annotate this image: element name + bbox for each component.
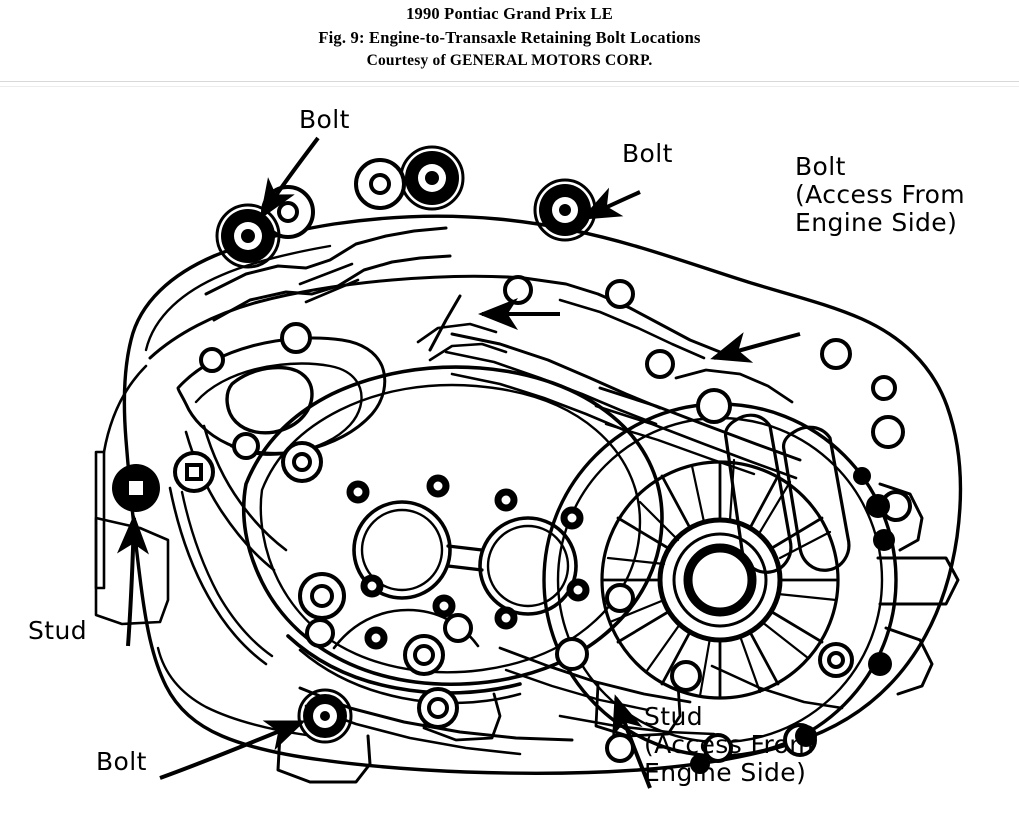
- callout-stud-left: Stud: [28, 617, 87, 645]
- lower-rib-4: [498, 646, 692, 704]
- bellhousing-rim-nodes: [690, 467, 895, 774]
- callout-line: Stud: [644, 702, 703, 731]
- bolt-bosses: [112, 145, 912, 774]
- callout-line: Engine Side): [644, 758, 807, 787]
- top-boss-bridge: [674, 368, 794, 404]
- pocket-aperture: [225, 365, 314, 435]
- vertical-pad-slot-2: [723, 413, 793, 574]
- left-lower-rib-2: [202, 424, 288, 552]
- callout-line: (Access From: [644, 730, 815, 759]
- upper-right-flange-inner: [558, 298, 706, 360]
- callout-leader-lines: [116, 136, 801, 789]
- vertical-pad-slot: [781, 425, 851, 572]
- technical-diagram: [0, 88, 1019, 832]
- callout-line: Bolt: [299, 105, 350, 134]
- callout-bolt-top-left: Bolt: [299, 106, 350, 134]
- cover-bore-right-inner: [486, 524, 570, 608]
- callout-bolt-access-engine-side: Bolt (Access From Engine Side): [795, 153, 965, 237]
- bolt-upper-middle-dark: [533, 178, 597, 242]
- leader-bolt-access: [710, 332, 801, 363]
- upper-right-rib-2: [594, 404, 798, 480]
- leader-bolt-bottom-left: [159, 720, 306, 780]
- bolt-upper-left-dark: [215, 203, 281, 269]
- cover-plate-bolt-holes: [346, 474, 590, 650]
- bell-housing-hub-mid: [672, 532, 768, 628]
- callout-line: Bolt: [96, 747, 147, 776]
- upper-right-rib-1: [598, 386, 802, 462]
- bolt-bottom-left-dark: [297, 688, 353, 744]
- angled-strut: [428, 294, 462, 352]
- upper-flange-edge: [148, 274, 526, 360]
- callout-line: Bolt: [795, 152, 846, 181]
- header-divider: [0, 81, 1019, 82]
- transaxle-line-drawing: [0, 88, 1019, 832]
- mid-web-upper-b: [444, 350, 658, 426]
- small-bracket-b: [428, 342, 508, 362]
- left-rail-top-curve: [102, 364, 148, 454]
- case-outer-edge: [122, 214, 963, 776]
- callout-line: (Access From: [795, 180, 966, 209]
- case-flange-inner-upper-left: [144, 244, 332, 352]
- leader-bolt-top-left: [259, 136, 320, 220]
- left-inner-pocket: [176, 336, 387, 455]
- mid-web-upper-c: [450, 372, 626, 432]
- callout-line: Engine Side): [795, 208, 958, 237]
- lower-right-rib: [710, 664, 844, 710]
- stud-left-dark: [112, 464, 160, 512]
- cover-bore-neck: [446, 544, 484, 572]
- callout-line: Stud: [28, 616, 87, 645]
- callout-stud-access-engine-side: Stud (Access From Engine Side): [644, 703, 814, 787]
- mid-web-upper: [450, 332, 662, 410]
- cover-bore-left: [352, 500, 452, 600]
- vehicle-title: 1990 Pontiac Grand Prix LE: [406, 4, 613, 23]
- lower-right-pad: [594, 682, 682, 738]
- cover-lower-lip-inner: [298, 648, 522, 705]
- figure-caption: Fig. 9: Engine-to-Transaxle Retaining Bo…: [318, 27, 701, 47]
- callout-line: Bolt: [622, 139, 673, 168]
- left-lower-rib-4: [180, 490, 274, 658]
- left-lower-rib-3: [168, 486, 268, 666]
- upper-mount-arm: [204, 226, 448, 296]
- bell-housing-radial-ribs-pair: [606, 458, 838, 698]
- cover-lower-lip: [286, 634, 522, 695]
- callout-bolt-bottom-left: Bolt: [96, 748, 147, 776]
- right-flange-ear: [876, 556, 960, 606]
- bell-housing-bore: [683, 543, 757, 617]
- leader-stud-left: [116, 514, 149, 647]
- right-flange-notch-lower: [884, 626, 934, 696]
- lower-left-pad: [276, 732, 372, 784]
- boss-top-plain: [354, 158, 406, 210]
- figure-courtesy: Courtesy of GENERAL MOTORS CORP.: [366, 52, 653, 69]
- figure-header: 1990 Pontiac Grand Prix LE Fig. 9: Engin…: [0, 0, 1019, 82]
- leader-bolt-top-middle: [580, 187, 641, 220]
- leader-stud-access: [612, 694, 652, 789]
- callout-bolt-top-middle: Bolt: [622, 140, 673, 168]
- boss-cluster-generic: [173, 275, 912, 763]
- header-divider-secondary: [0, 86, 1019, 87]
- bolt-top-dark: [399, 145, 465, 211]
- upper-right-flange: [522, 276, 722, 354]
- cover-bore-right: [478, 516, 578, 616]
- web-boss-1-2: [298, 262, 354, 286]
- cover-bore-left-inner: [360, 508, 444, 592]
